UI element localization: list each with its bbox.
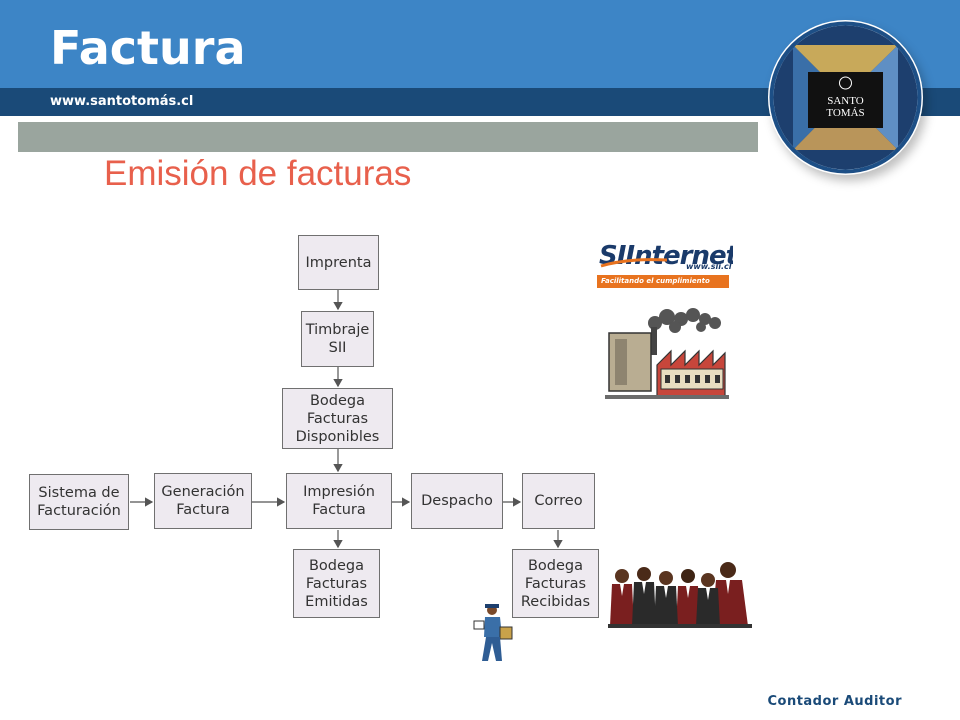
website-url: www.santotomás.cl xyxy=(50,94,194,109)
node-sistema-label: Sistema de Facturación xyxy=(37,485,121,519)
node-bodega-recibidas-label: Bodega Facturas Recibidas xyxy=(520,557,591,610)
node-timbraje-label: Timbraje SII xyxy=(305,322,370,356)
node-sistema-facturacion: Sistema de Facturación xyxy=(29,474,129,530)
santo-tomas-logo: SANTO TOMÁS xyxy=(768,20,923,175)
node-correo: Correo xyxy=(522,473,595,529)
node-imprenta: Imprenta xyxy=(298,235,379,290)
factory-clipart xyxy=(605,308,729,399)
title-bar xyxy=(18,122,758,152)
logo-line1: SANTO xyxy=(827,95,864,107)
node-timbraje-sii: Timbraje SII xyxy=(301,311,374,367)
node-generacion-label: Generación Factura xyxy=(161,484,245,518)
node-generacion-factura: Generación Factura xyxy=(154,473,252,529)
mail-carrier-clipart xyxy=(473,604,513,661)
logo-line2: TOMÁS xyxy=(826,107,864,119)
sii-brand-text: SIInternet xyxy=(599,241,733,271)
slide-title: Factura xyxy=(50,21,246,75)
node-despacho: Despacho xyxy=(411,473,503,529)
node-impresion-label: Impresión Factura xyxy=(303,484,375,518)
sii-tagline: Facilitando el cumplimiento tributario xyxy=(597,275,729,298)
node-bodega-emitidas: Bodega Facturas Emitidas xyxy=(293,549,380,618)
node-bodega-emitidas-label: Bodega Facturas Emitidas xyxy=(305,557,368,610)
node-bodega-disponibles: Bodega Facturas Disponibles xyxy=(282,388,393,449)
node-correo-label: Correo xyxy=(534,493,583,509)
sii-internet-logo: SIInternet xyxy=(599,241,733,271)
node-despacho-label: Despacho xyxy=(421,493,493,509)
section-heading: Emisión de facturas xyxy=(104,154,412,193)
node-bodega-disponibles-label: Bodega Facturas Disponibles xyxy=(295,392,380,445)
footer-text: Contador Auditor xyxy=(767,694,902,709)
sii-url: www.sii.cl xyxy=(686,262,732,271)
node-imprenta-label: Imprenta xyxy=(305,254,372,271)
node-impresion-factura: Impresión Factura xyxy=(286,473,392,529)
business-people-clipart xyxy=(608,562,752,628)
node-bodega-recibidas: Bodega Facturas Recibidas xyxy=(512,549,599,618)
